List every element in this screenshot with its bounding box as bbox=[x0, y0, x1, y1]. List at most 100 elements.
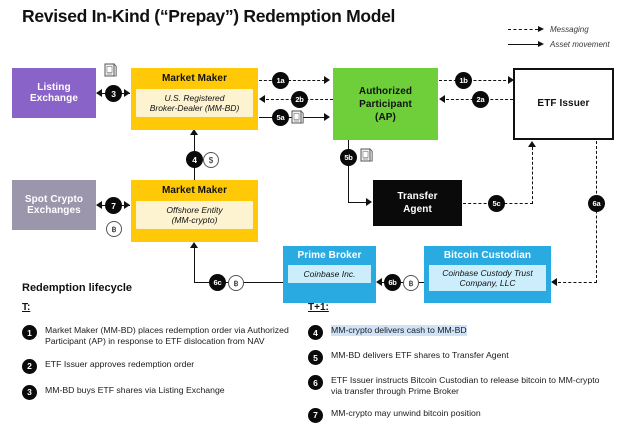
node-market-maker-bd[interactable]: Market Maker U.S. Registered Broker-Deal… bbox=[131, 68, 258, 130]
lifecycle-step: 3 MM-BD buys ETF shares via Listing Exch… bbox=[22, 384, 294, 400]
node-bitcoin-custodian[interactable]: Bitcoin Custodian Coinbase Custody Trust… bbox=[424, 246, 551, 303]
lifecycle-column-t-header: T: bbox=[22, 302, 31, 313]
badge-5c[interactable]: 5c bbox=[488, 195, 505, 212]
connector-6c-vertical bbox=[194, 248, 195, 283]
dollar-token-icon: $ bbox=[203, 152, 219, 168]
lifecycle-step: 7 MM-crypto may unwind bitcoin position bbox=[308, 407, 608, 423]
badge-6c[interactable]: 6c bbox=[209, 274, 226, 291]
step-text: MM-BD delivers ETF shares to Transfer Ag… bbox=[331, 350, 509, 360]
arrowhead-1b bbox=[508, 76, 514, 84]
bitcoin-token-icon-step6c: ฿ bbox=[228, 275, 244, 291]
arrowhead-1a bbox=[324, 76, 330, 84]
bitcoin-token-icon-step6b: ฿ bbox=[403, 275, 419, 291]
lifecycle-step: 5 MM-BD delivers ETF shares to Transfer … bbox=[308, 350, 608, 365]
arrowhead-5b bbox=[366, 198, 372, 206]
page-title: Revised In-Kind (“Prepay”) Redemption Mo… bbox=[22, 6, 396, 26]
node-authorized-participant[interactable]: Authorized Participant (AP) bbox=[333, 68, 438, 140]
arrowhead-7-left bbox=[96, 201, 102, 209]
step-text: MM-crypto delivers cash to MM-BD bbox=[331, 325, 467, 337]
arrowhead-3-right bbox=[124, 89, 130, 97]
legend-item-asset-movement: Asset movement bbox=[508, 37, 620, 52]
legend-label-asset-movement: Asset movement bbox=[550, 40, 610, 49]
arrowhead-7-right bbox=[124, 201, 130, 209]
arrowhead-5c bbox=[528, 141, 536, 147]
document-icon-step5b bbox=[360, 148, 373, 163]
lifecycle-column-t: T: 1 Market Maker (MM-BD) places redempt… bbox=[22, 302, 294, 411]
arrowhead-2b bbox=[259, 95, 265, 103]
lifecycle-step: 2 ETF Issuer approves redemption order bbox=[22, 358, 294, 374]
badge-3[interactable]: 3 bbox=[105, 85, 122, 102]
node-transfer-agent[interactable]: Transfer Agent bbox=[373, 180, 462, 226]
legend-label-messaging: Messaging bbox=[550, 25, 589, 34]
connector-5c-vertical bbox=[532, 147, 533, 204]
node-transfer-agent-title: Transfer Agent bbox=[397, 191, 438, 215]
document-icon-step3 bbox=[104, 63, 117, 78]
document-icon-step5a bbox=[291, 110, 304, 125]
node-prime-broker-subtitle: Coinbase Inc. bbox=[288, 264, 371, 283]
node-listing-exchange-title: Listing Exchange bbox=[29, 81, 79, 105]
arrowhead-3-left bbox=[96, 89, 102, 97]
step-text: ETF Issuer instructs Bitcoin Custodian t… bbox=[331, 375, 600, 397]
arrowhead-6a bbox=[551, 278, 557, 286]
connector-5b-horizontal bbox=[348, 202, 368, 203]
redemption-lifecycle-section: Redemption lifecycle T: 1 Market Maker (… bbox=[0, 282, 624, 429]
node-etf-issuer-title: ETF Issuer bbox=[537, 98, 590, 110]
lifecycle-step: 1 Market Maker (MM-BD) places redemption… bbox=[22, 325, 294, 348]
node-spot-crypto-exchanges-title: Spot Crypto Exchanges bbox=[24, 193, 84, 217]
solid-arrow-icon bbox=[508, 41, 546, 48]
node-bitcoin-custodian-title: Bitcoin Custodian bbox=[443, 250, 532, 261]
connector-6a-vertical bbox=[596, 141, 597, 283]
node-bitcoin-custodian-subtitle: Coinbase Custody Trust Company, LLC bbox=[429, 264, 546, 291]
node-market-maker-bd-title: Market Maker bbox=[161, 73, 228, 84]
badge-6b[interactable]: 6b bbox=[384, 274, 401, 291]
arrowhead-6b bbox=[376, 278, 382, 286]
badge-7[interactable]: 7 bbox=[105, 197, 122, 214]
connector-5b-vertical bbox=[348, 140, 349, 202]
step-text: MM-BD buys ETF shares via Listing Exchan… bbox=[45, 384, 225, 395]
connector-6a-horizontal bbox=[558, 282, 597, 283]
node-prime-broker-title: Prime Broker bbox=[297, 250, 362, 261]
step-text: Market Maker (MM-BD) places redemption o… bbox=[45, 325, 289, 347]
badge-5a[interactable]: 5a bbox=[272, 109, 289, 126]
arrowhead-6c bbox=[190, 242, 198, 248]
connector-1b bbox=[439, 80, 511, 81]
arrowhead-5a bbox=[324, 113, 330, 121]
step-number: 1 bbox=[22, 325, 37, 340]
badge-2a[interactable]: 2a bbox=[472, 91, 489, 108]
step-number: 4 bbox=[308, 325, 323, 340]
node-market-maker-crypto-subtitle: Offshore Entity (MM-crypto) bbox=[136, 200, 253, 229]
step-text: MM-crypto may unwind bitcoin position bbox=[331, 407, 481, 418]
step-number: 7 bbox=[308, 407, 323, 423]
step-number: 6 bbox=[308, 375, 323, 390]
badge-1b[interactable]: 1b bbox=[455, 72, 472, 89]
node-market-maker-crypto[interactable]: Market Maker Offshore Entity (MM-crypto) bbox=[131, 180, 258, 242]
flow-diagram: Listing Exchange Spot Crypto Exchanges M… bbox=[0, 55, 624, 303]
legend-item-messaging: Messaging bbox=[508, 22, 620, 37]
badge-2b[interactable]: 2b bbox=[291, 91, 308, 108]
dashed-arrow-icon bbox=[508, 26, 546, 33]
node-authorized-participant-title: Authorized Participant (AP) bbox=[358, 85, 413, 123]
lifecycle-column-t-plus-1: T+1: 4 MM-crypto delivers cash to MM-BD … bbox=[308, 302, 608, 433]
node-prime-broker[interactable]: Prime Broker Coinbase Inc. bbox=[283, 246, 376, 303]
badge-1a[interactable]: 1a bbox=[272, 72, 289, 89]
badge-5b[interactable]: 5b bbox=[340, 149, 357, 166]
bitcoin-token-icon-step7: ฿ bbox=[106, 221, 122, 237]
lifecycle-step: 4 MM-crypto delivers cash to MM-BD bbox=[308, 325, 608, 340]
legend: Messaging Asset movement bbox=[508, 22, 620, 52]
step-number: 2 bbox=[22, 358, 37, 374]
node-market-maker-bd-subtitle: U.S. Registered Broker-Dealer (MM-BD) bbox=[136, 88, 253, 117]
lifecycle-heading: Redemption lifecycle bbox=[22, 282, 133, 294]
lifecycle-column-t-plus-1-header: T+1: bbox=[308, 302, 329, 313]
step-number: 5 bbox=[308, 350, 323, 365]
step-text: ETF Issuer approves redemption order bbox=[45, 358, 195, 369]
arrowhead-4 bbox=[190, 129, 198, 135]
badge-4[interactable]: 4 bbox=[186, 151, 203, 168]
node-spot-crypto-exchanges[interactable]: Spot Crypto Exchanges bbox=[12, 180, 96, 230]
arrowhead-2a bbox=[439, 95, 445, 103]
badge-6a[interactable]: 6a bbox=[588, 195, 605, 212]
node-listing-exchange[interactable]: Listing Exchange bbox=[12, 68, 96, 118]
node-market-maker-crypto-title: Market Maker bbox=[161, 185, 228, 196]
connector-1a bbox=[259, 80, 325, 81]
node-etf-issuer[interactable]: ETF Issuer bbox=[513, 68, 614, 140]
